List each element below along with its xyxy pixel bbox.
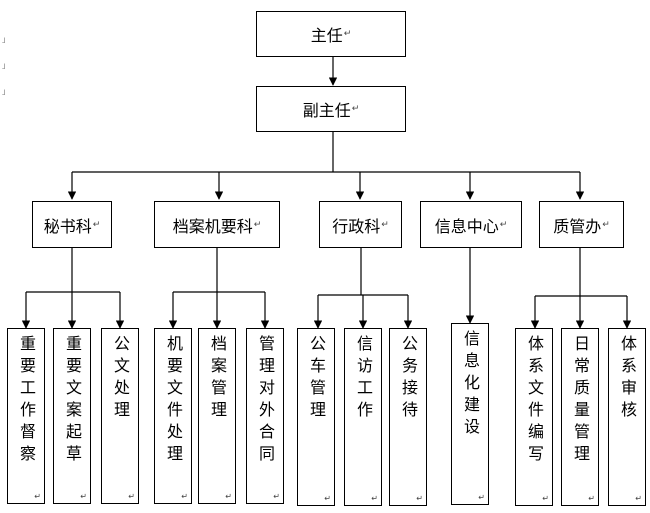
task-label: 重要工作督察 <box>17 335 36 467</box>
paragraph-mark: ↵ <box>351 104 360 114</box>
margin-mark: 」 <box>2 61 10 70</box>
task-box: 管理对外合同↵ <box>246 328 284 504</box>
task-label: 公务接待 <box>399 335 418 423</box>
task-box: 重要文案起草↵ <box>53 328 91 504</box>
department-box: 秘书科↵ <box>32 201 112 248</box>
director-box: 主任↵ <box>256 11 406 57</box>
task-box: 公车管理↵ <box>297 328 335 506</box>
task-label: 机要文件处理 <box>164 335 183 467</box>
department-box: 质管办↵ <box>539 201 624 248</box>
task-label: 档案管理 <box>208 335 227 423</box>
deputy-director-label: 副主任 <box>302 101 351 120</box>
department-label: 秘书科 <box>43 216 92 236</box>
department-label: 信息中心 <box>434 216 499 236</box>
department-label: 行政科 <box>332 216 381 236</box>
margin-mark: 」 <box>2 35 10 44</box>
task-label: 体系审核 <box>618 335 637 423</box>
task-box: 档案管理↵ <box>198 328 236 504</box>
department-label: 质管办 <box>553 216 602 236</box>
task-box: 机要文件处理↵ <box>154 328 192 504</box>
director-label: 主任 <box>310 26 343 45</box>
task-label: 重要文案起草 <box>63 335 82 467</box>
task-box: 信访工作↵ <box>344 328 382 506</box>
department-box: 信息中心↵ <box>420 201 522 248</box>
task-box: 日常质量管理↵ <box>561 328 599 506</box>
margin-mark: 」 <box>2 87 10 96</box>
task-box: 公文处理↵ <box>101 328 139 504</box>
paragraph-mark: ↵ <box>343 29 352 39</box>
task-label: 体系文件编写 <box>525 335 544 467</box>
task-label: 信息化建设 <box>461 330 480 440</box>
department-box: 行政科↵ <box>319 201 402 248</box>
task-box: 重要工作督察↵ <box>7 328 45 504</box>
task-box: 体系审核↵ <box>608 328 646 506</box>
task-label: 日常质量管理 <box>571 335 590 467</box>
deputy-director-box: 副主任↵ <box>256 86 406 132</box>
task-label: 信访工作 <box>354 335 373 423</box>
task-box: 信息化建设↵ <box>451 323 489 505</box>
task-label: 公车管理 <box>307 335 326 423</box>
task-label: 公文处理 <box>111 335 130 423</box>
department-box: 档案机要科↵ <box>154 201 280 248</box>
task-box: 公务接待↵ <box>389 328 427 506</box>
task-box: 体系文件编写↵ <box>515 328 553 506</box>
department-label: 档案机要科 <box>172 216 253 236</box>
task-label: 管理对外合同 <box>256 335 275 467</box>
